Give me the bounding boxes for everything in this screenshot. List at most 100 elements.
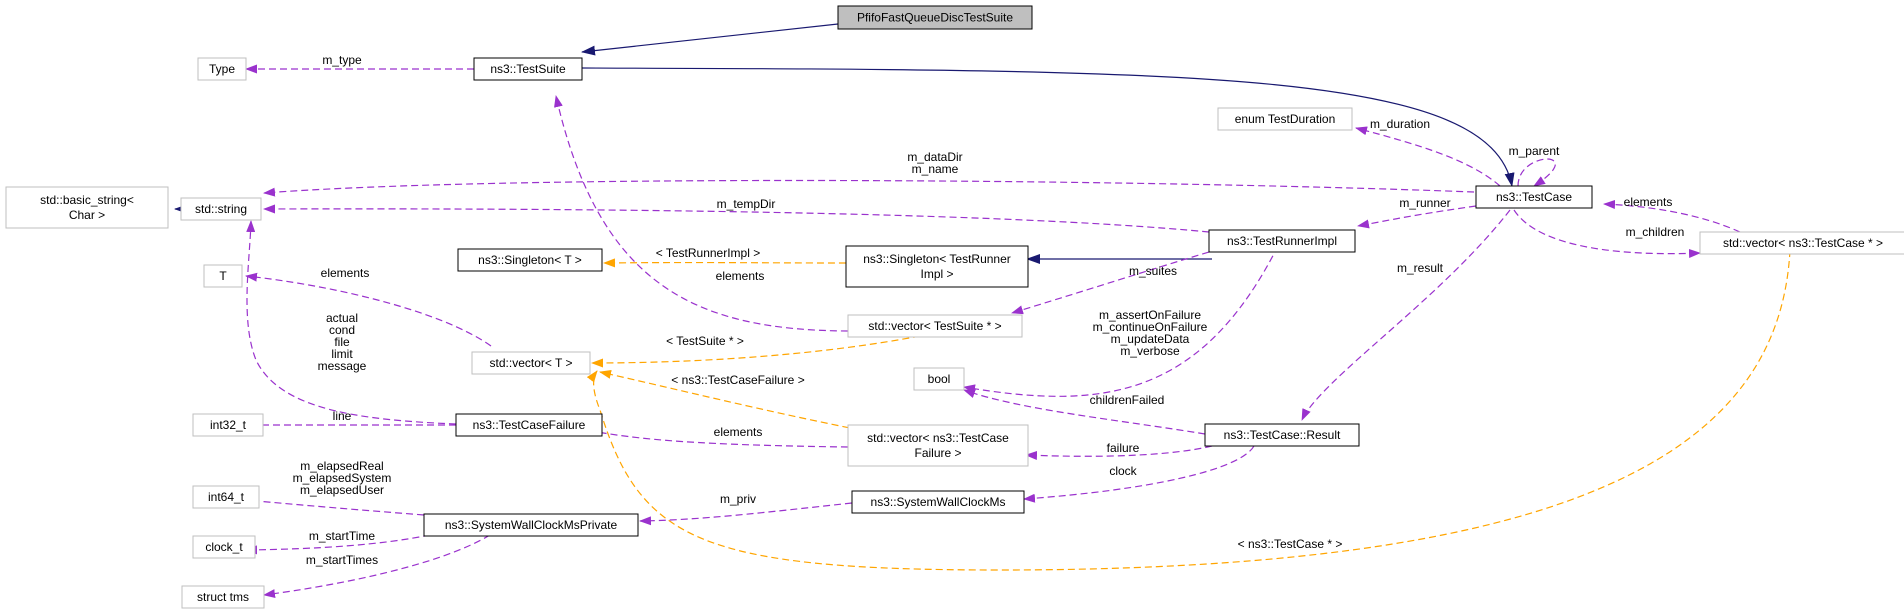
node-label: ns3::TestRunnerImpl [1227, 234, 1337, 248]
node-label: Impl > [920, 267, 953, 281]
edge-label-text: cond [329, 323, 355, 337]
node-label: Char > [69, 208, 105, 222]
node-box [5, 186, 169, 229]
node-label: struct tms [197, 590, 249, 604]
edge-label-m-duration: m_duration [1370, 117, 1430, 131]
node-label: std::vector< ns3::TestCase [867, 431, 1009, 445]
edge-string-fields [246, 220, 457, 425]
edge-label-text: m_dataDir [907, 150, 962, 164]
edge-tcf-template [599, 370, 861, 431]
node-box [455, 413, 603, 437]
node-label: ns3::TestCase [1496, 190, 1572, 204]
edge-label-text: m_verbose [1120, 344, 1180, 358]
node-label: int64_t [208, 490, 245, 504]
node-box [1208, 229, 1356, 253]
edge-label-elapsed: m_elapsedRealm_elapsedSystemm_elapsedUse… [293, 459, 392, 497]
edge-label-text: m_elapsedSystem [293, 471, 392, 485]
node-box [203, 264, 243, 288]
node-testcase[interactable]: ns3::TestCase [1475, 185, 1593, 209]
edge-label-text: failure [1107, 441, 1140, 455]
node-type[interactable]: Type [197, 57, 247, 81]
node-vec-tcf[interactable]: std::vector< ns3::TestCaseFailure > [847, 424, 1029, 467]
edge-vts-elements [554, 95, 849, 332]
node-basic-string[interactable]: std::basic_string<Char > [5, 186, 169, 229]
node-int64[interactable]: int64_t [192, 485, 260, 509]
edge-label-m-starttimes: m_startTimes [306, 553, 378, 567]
edge-label-text: m_assertOnFailure [1099, 308, 1201, 322]
node-clock[interactable]: clock_t [192, 535, 256, 559]
edge-m-children [1513, 209, 1701, 258]
edge-T-elements [245, 272, 492, 347]
edge-label-text: elements [714, 425, 763, 439]
node-vec-testsuite[interactable]: std::vector< TestSuite * > [847, 314, 1023, 338]
node-vecT[interactable]: std::vector< T > [471, 351, 591, 375]
node-testrunnerimpl[interactable]: ns3::TestRunnerImpl [1208, 229, 1356, 253]
edge-label-T-elements: elements [321, 266, 370, 280]
edge-label-m-priv: m_priv [720, 492, 756, 506]
edge-label-line: line [333, 409, 352, 423]
edge-label-text: file [334, 335, 350, 349]
edge-label-text: m_tempDir [717, 197, 776, 211]
node-label: ns3::TestCase::Result [1224, 428, 1341, 442]
node-pfifo[interactable]: PfifoFastQueueDiscTestSuite [837, 5, 1033, 30]
edge-label-text: m_type [322, 53, 362, 67]
node-vec-testcase[interactable]: std::vector< ns3::TestCase * > [1699, 231, 1904, 255]
node-label: int32_t [210, 418, 247, 432]
node-swcms[interactable]: ns3::SystemWallClockMs [851, 490, 1025, 514]
edge-tri-bools [963, 245, 1279, 397]
node-bool[interactable]: bool [913, 367, 965, 391]
edge-tcf-elements [585, 427, 849, 448]
edge-label-text: limit [331, 347, 353, 361]
node-box [1699, 231, 1904, 255]
node-box [457, 248, 603, 272]
node-testduration[interactable]: enum TestDuration [1217, 107, 1353, 131]
node-tcfailure[interactable]: ns3::TestCaseFailure [455, 413, 603, 437]
node-box [1204, 423, 1360, 447]
node-singletonT[interactable]: ns3::Singleton< T > [457, 248, 603, 272]
edge-label-tc-elements: elements [1624, 195, 1673, 209]
node-singletonTRI[interactable]: ns3::Singleton< TestRunnerImpl > [845, 245, 1029, 288]
node-box [192, 413, 264, 437]
edge-label-m-runner: m_runner [1399, 196, 1450, 210]
node-tms[interactable]: struct tms [181, 585, 265, 609]
node-label: std::vector< TestSuite * > [868, 319, 1001, 333]
edge-m-parent [1517, 158, 1556, 187]
edge-testcase-to-testsuite [581, 67, 1515, 187]
node-label: ns3::SystemWallClockMs [871, 495, 1006, 509]
edge-label-text: actual [326, 311, 358, 325]
edge-label-text: < ns3::TestCaseFailure > [671, 373, 804, 387]
node-T[interactable]: T [203, 264, 243, 288]
edge-label-text: elements [1624, 195, 1673, 209]
edge-label-text: m_name [912, 162, 959, 176]
edge-clock [1023, 445, 1255, 503]
edge-elapsed [245, 496, 425, 516]
edge-label-ts-template: < TestSuite * > [666, 334, 744, 348]
edge-label-tri-bools: m_assertOnFailurem_continueOnFailurem_up… [1093, 308, 1208, 358]
edge-m-tempdir [263, 204, 1210, 233]
edge-tc-elements [1603, 199, 1741, 233]
node-box [192, 485, 260, 509]
edge-label-tri-template: < TestRunnerImpl > [656, 246, 761, 260]
node-label: std::vector< ns3::TestCase * > [1723, 236, 1883, 250]
node-label: std::basic_string< [40, 193, 134, 207]
edge-label-tcf-elements: elements [714, 425, 763, 439]
edge-label-text: childrenFailed [1090, 393, 1165, 407]
node-box [845, 245, 1029, 288]
node-label: ns3::SystemWallClockMsPrivate [445, 518, 618, 532]
node-testsuite[interactable]: ns3::TestSuite [473, 57, 583, 81]
node-box [851, 490, 1025, 514]
node-tcresult[interactable]: ns3::TestCase::Result [1204, 423, 1360, 447]
node-label: ns3::Singleton< TestRunner [863, 252, 1011, 266]
node-swcmsp[interactable]: ns3::SystemWallClockMsPrivate [423, 513, 639, 537]
node-int32[interactable]: int32_t [192, 413, 264, 437]
edge-label-text: < ns3::TestCase * > [1238, 537, 1343, 551]
node-box [423, 513, 639, 537]
edge-label-text: elements [321, 266, 370, 280]
node-label: bool [928, 372, 951, 386]
edge-ts-template [591, 335, 921, 368]
edge-m-suites [1011, 245, 1231, 315]
node-stdstring[interactable]: std::string [180, 197, 262, 221]
edge-label-text: m_suites [1129, 264, 1177, 278]
